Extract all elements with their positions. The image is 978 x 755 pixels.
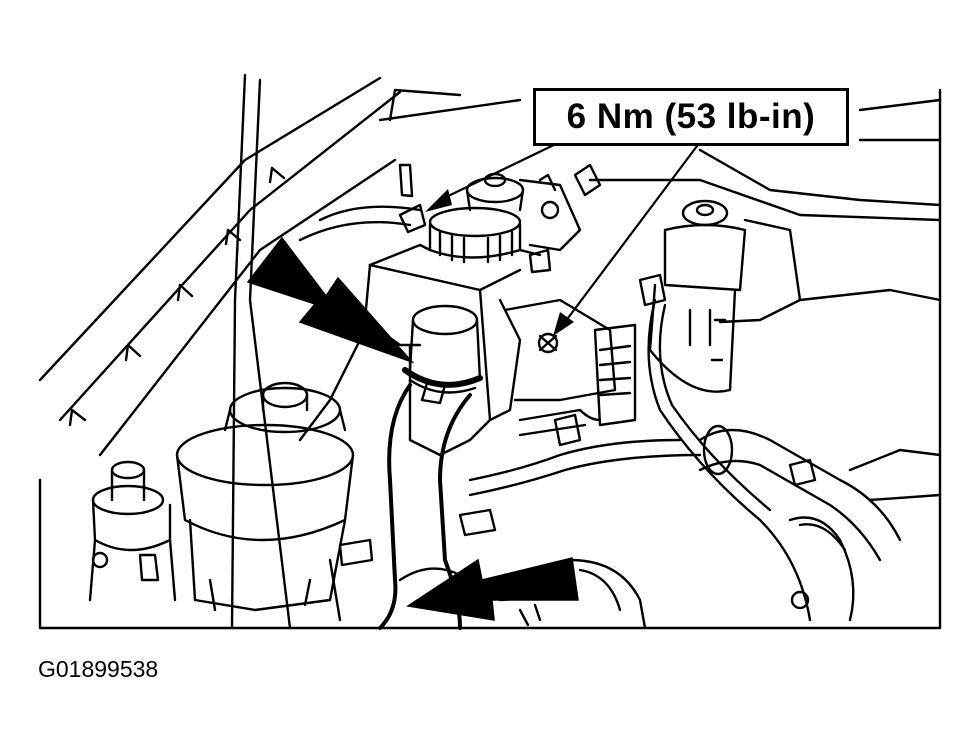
egr-valve — [175, 381, 355, 612]
direction-arrows — [246, 236, 579, 621]
coolant-reservoir — [298, 243, 617, 457]
hose-clamp — [402, 367, 483, 405]
leader-arrowheads — [425, 189, 574, 336]
lower-details — [328, 538, 647, 630]
figure-id: G01899538 — [38, 656, 159, 682]
pressure-sensor — [88, 460, 177, 602]
torque-spec-callout: 6 Nm (53 lb-in) — [533, 88, 849, 146]
filler-neck — [408, 304, 482, 382]
drawing-frame — [38, 88, 942, 630]
solenoid-assembly — [638, 199, 747, 393]
upper-left-arrow — [246, 236, 415, 364]
fender-panel — [38, 73, 522, 630]
right-hose — [698, 424, 942, 622]
wiring-connector — [578, 323, 637, 427]
torque-spec-text: 6 Nm (53 lb-in) — [566, 97, 816, 136]
lower-arrow — [405, 557, 579, 621]
reservoir-cap — [428, 206, 522, 264]
reservoir-bolt — [537, 332, 559, 354]
callout-leader-lines — [439, 141, 701, 323]
upper-housing — [298, 163, 602, 274]
cowl-panel — [588, 98, 942, 324]
